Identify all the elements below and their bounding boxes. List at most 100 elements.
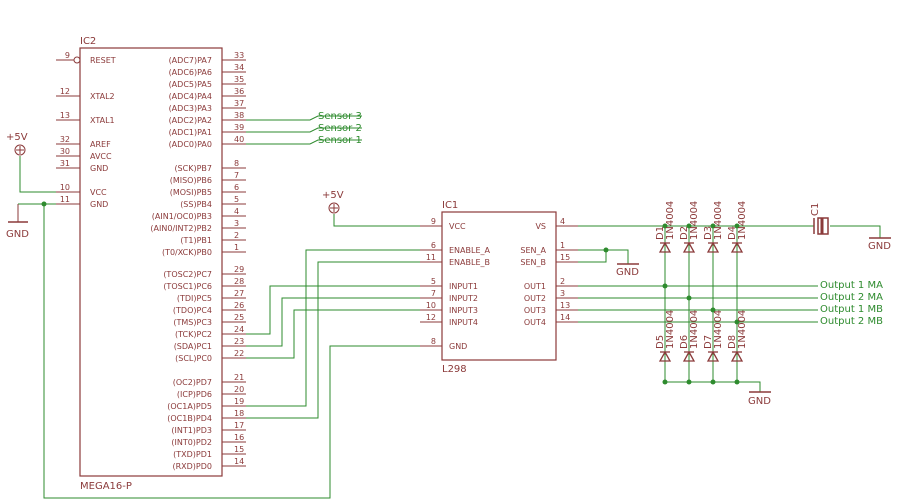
- wire-gnd-to-l298: [43, 204, 420, 499]
- ic1-pin-num: 2: [560, 277, 565, 286]
- ic2-pin-name: (INT0)PD2: [171, 438, 212, 447]
- ic2-pin-num: 23: [234, 337, 244, 346]
- ic1-pin-num: 8: [431, 337, 436, 346]
- ic2-pin-num: 36: [234, 87, 244, 96]
- ic2-pin-name: (ADC6)PA6: [169, 68, 212, 77]
- ic2-left-pins: 9 RESET 12 XTAL2 13 XTAL1 32 AREF 30 AVC…: [56, 51, 116, 209]
- wire-pd5-enable-a: [246, 249, 420, 407]
- ic2-pin-num: 5: [234, 195, 239, 204]
- wire-sense-resistors: [578, 249, 607, 263]
- ic1-pin-num: 13: [560, 301, 570, 310]
- ic2-pin-name: GND: [90, 164, 108, 173]
- ic1-pin-name: INPUT2: [449, 294, 478, 303]
- supply-5v-left: +5V: [6, 132, 28, 156]
- gnd-label: GND: [868, 241, 891, 252]
- ic2-pin-num: 9: [65, 51, 70, 60]
- ic2-pin-num: 27: [234, 289, 244, 298]
- ic2-pin-name: (TDO)PC4: [173, 306, 212, 315]
- gnd-label: GND: [616, 267, 639, 278]
- wire-ic2-vcc: [19, 156, 56, 193]
- ic2-pin-name: (MISO)PB6: [170, 176, 212, 185]
- ic2-pin-num: 38: [234, 111, 244, 120]
- ic2-pin-num: 12: [60, 87, 70, 96]
- diode-part: 1N4004: [737, 201, 748, 240]
- diode-body: [682, 350, 696, 362]
- ic2-pin-name: (TXD)PD1: [173, 450, 212, 459]
- ic2-pin-name: (T1)PB1: [180, 236, 212, 245]
- ic2-pin-num: 20: [234, 385, 244, 394]
- ic2-pin-name: (RXD)PD0: [172, 462, 212, 471]
- ic1-pin-name: ENABLE_A: [449, 246, 491, 255]
- ic2-pin-num: 26: [234, 301, 244, 310]
- diode-body: [706, 350, 720, 362]
- ic1-pin-name: ENABLE_B: [449, 258, 490, 267]
- diode-part: 1N4004: [665, 310, 676, 349]
- ic2-pin-name: (ADC1)PA1: [169, 128, 212, 137]
- diode-ref: D2: [679, 226, 690, 240]
- net-label-output-2-mb: Output 2 MB: [820, 316, 883, 327]
- ic2-pin-name: (ADC0)PA0: [169, 140, 212, 149]
- ic1-pin-num: 15: [560, 253, 570, 262]
- capacitor-ref: C1: [810, 203, 821, 216]
- diode-ref: D4: [727, 226, 738, 240]
- ic2-pin-num: 28: [234, 277, 244, 286]
- wire-sensor-2: [246, 127, 362, 133]
- reset-inversion-bubble: [73, 56, 81, 64]
- wire-pc2-input1: [246, 285, 420, 335]
- diode-ref: D7: [703, 335, 714, 349]
- ic2-pin-num: 8: [234, 159, 239, 168]
- ic2-pin-num: 15: [234, 445, 244, 454]
- ic2-part: MEGA16-P: [80, 481, 132, 492]
- ic1-pin-num: 7: [431, 289, 436, 298]
- diode-body: [658, 241, 672, 253]
- ic2-pin-name: (SS)PB4: [180, 200, 212, 209]
- ic2-pin-num: 39: [234, 123, 244, 132]
- capacitor-c1: C1: [810, 203, 829, 235]
- wire-sense-gnd: [606, 249, 629, 264]
- net-label-output-1-mb: Output 1 MB: [820, 304, 883, 315]
- ic2-pin-num: 2: [234, 231, 239, 240]
- diode-body: [658, 350, 672, 362]
- ic1-pin-num: 12: [426, 313, 436, 322]
- wire-pd4-enable-b: [246, 261, 420, 419]
- ic2-pin-name: (ADC7)PA7: [169, 56, 212, 65]
- ic2-pin-name: RESET: [90, 56, 116, 65]
- ic2-pin-num: 16: [234, 433, 244, 442]
- diode-ref: D1: [655, 226, 666, 240]
- diode-part: 1N4004: [689, 310, 700, 349]
- ic2-pin-name: (ICP)PD6: [177, 390, 212, 399]
- ic2-pin-name: (SDA)PC1: [174, 342, 212, 351]
- ic1-pin-num: 6: [431, 241, 436, 250]
- diode-body: [730, 241, 744, 253]
- ic1-pin-name: VCC: [449, 222, 466, 231]
- diode-body: [682, 241, 696, 253]
- wire-pc1-input2: [246, 297, 420, 347]
- ic1-pin-name: OUT2: [524, 294, 546, 303]
- ic2-pin-num: 17: [234, 421, 244, 430]
- diode-body: [730, 350, 744, 362]
- ic2-pin-name: (OC1A)PD5: [167, 402, 212, 411]
- net-label-output-1-ma: Output 1 MA: [820, 280, 883, 291]
- wire-l298-vcc: [333, 214, 420, 227]
- gnd-symbol-c1: GND: [868, 237, 891, 252]
- ic2-pin-name: (ADC3)PA3: [169, 104, 212, 113]
- wires: [18, 115, 881, 499]
- ic2-pin-num: 22: [234, 349, 244, 358]
- ic1-part: L298: [442, 364, 467, 375]
- ic2-right-pins: 33(ADC7)PA734(ADC6)PA635(ADC5)PA536(ADC4…: [150, 51, 246, 471]
- ic1-pin-num: 1: [560, 241, 565, 250]
- wire-sensor-1: [246, 139, 362, 145]
- ic1-pin-name: VS: [535, 222, 546, 231]
- ic2-pin-name: (T0/XCK)PB0: [162, 248, 212, 257]
- ic2-pin-num: 33: [234, 51, 244, 60]
- net-label-output-2-ma: Output 2 MA: [820, 292, 883, 303]
- ic2-pin-num: 21: [234, 373, 244, 382]
- diode-part: 1N4004: [665, 201, 676, 240]
- ic2-pin-num: 37: [234, 99, 244, 108]
- ic1-pin-num: 9: [431, 217, 436, 226]
- ic2-pin-name: (ADC4)PA4: [169, 92, 212, 101]
- ic1-pin-name: INPUT1: [449, 282, 478, 291]
- ic2-pin-name: (MOSI)PB5: [170, 188, 212, 197]
